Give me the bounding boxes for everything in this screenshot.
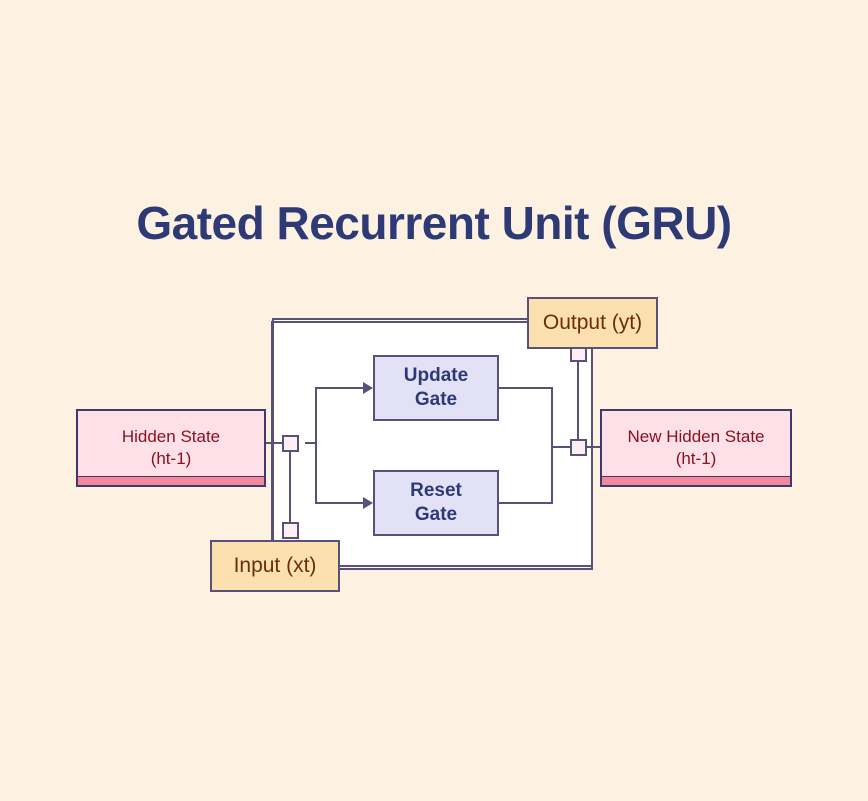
wire-input-bottom xyxy=(340,565,593,567)
new-hidden-state-label-line1: New Hidden State xyxy=(627,427,765,447)
wire-reset-out xyxy=(499,502,553,504)
arrowhead-reset-gate xyxy=(363,497,373,509)
node-output[interactable]: Output (yt) xyxy=(527,297,658,349)
new-hidden-state-label-line2: (ht-1) xyxy=(675,449,717,468)
wire-junctions-left-link xyxy=(289,450,291,532)
new-hidden-state-accent-bar xyxy=(602,476,790,485)
wire-branch-to-update xyxy=(315,387,367,389)
update-gate-label-line2: Gate xyxy=(414,389,458,410)
wire-junction-to-new-hidden xyxy=(586,446,602,448)
wire-right-trunk xyxy=(591,348,593,567)
wire-branch-to-reset xyxy=(315,502,367,504)
reset-gate-label-line2: Gate xyxy=(414,504,458,525)
wire-update-out xyxy=(499,387,553,389)
hidden-state-label-line2: (ht-1) xyxy=(150,449,192,468)
wire-output-top xyxy=(272,321,528,323)
hidden-state-accent-bar xyxy=(78,476,264,485)
junction-hidden-state xyxy=(282,435,299,452)
wire-merge-to-junction xyxy=(551,446,571,448)
node-new-hidden-state[interactable]: New Hidden State (ht-1) xyxy=(600,409,792,487)
hidden-state-label-line1: Hidden State xyxy=(121,427,221,447)
junction-new-hidden-state xyxy=(570,439,587,456)
junction-input-top xyxy=(282,522,299,539)
update-gate-label-line1: Update xyxy=(403,364,469,386)
wire-gate-branch-riser xyxy=(315,388,317,504)
node-update-gate[interactable]: Update Gate xyxy=(373,355,499,421)
output-label: Output (yt) xyxy=(542,310,643,334)
arrowhead-update-gate xyxy=(363,382,373,394)
page-title: Gated Recurrent Unit (GRU) xyxy=(136,197,732,249)
wire-junction-to-output xyxy=(577,352,579,448)
node-hidden-state[interactable]: Hidden State (ht-1) xyxy=(76,409,266,487)
input-label: Input (xt) xyxy=(233,553,317,577)
reset-gate-label-line1: Reset xyxy=(410,479,462,501)
wire-hidden-to-junction xyxy=(266,442,292,444)
node-reset-gate[interactable]: Reset Gate xyxy=(373,470,499,536)
wire-gate-merge-riser xyxy=(551,387,553,504)
wire-left-trunk xyxy=(271,321,273,567)
node-input[interactable]: Input (xt) xyxy=(210,540,340,592)
wire-junction-to-branch xyxy=(305,442,317,444)
